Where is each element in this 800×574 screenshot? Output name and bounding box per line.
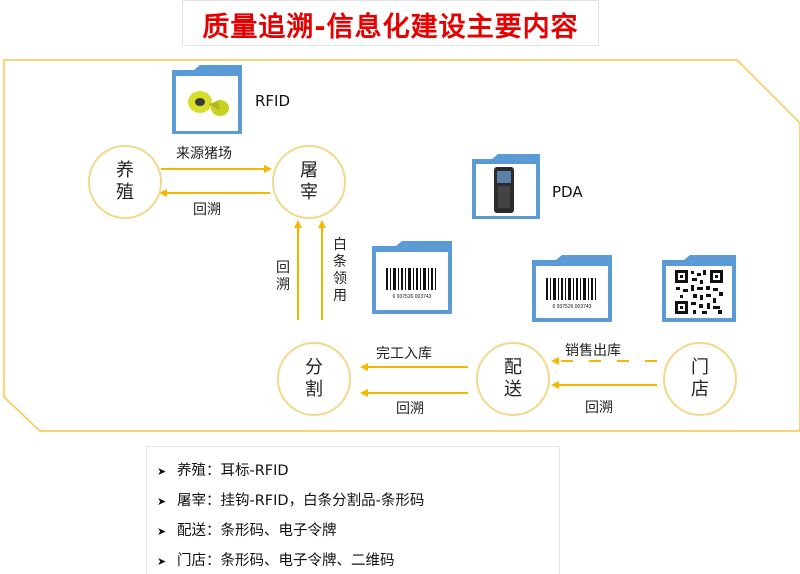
barcode-folder-2: 6 937526 003743	[530, 254, 614, 324]
node-yangzhi-label: 养殖	[116, 160, 134, 203]
svg-text:6 937526 003743: 6 937526 003743	[553, 304, 592, 310]
svg-text:6 937526 003743: 6 937526 003743	[393, 294, 432, 300]
bullet-arrow-icon: ➤	[157, 525, 167, 538]
node-peisong-label: 配送	[504, 357, 522, 400]
bullet-text: 配送：条形码、电子令牌	[177, 523, 337, 539]
edge-label-laiyuan: 来源猪场	[176, 146, 232, 162]
rfid-folder	[170, 64, 244, 136]
edge-label-xiaoshou: 销售出库	[565, 343, 621, 359]
pda-label: PDA	[552, 183, 583, 201]
edge-label-wangong: 完工入库	[376, 346, 432, 362]
bullet-item: ➤ 配送：条形码、电子令牌	[157, 519, 337, 540]
edge-label-huisu-4: 回溯	[585, 400, 613, 416]
edge-label-huisu-3: 回溯	[396, 401, 424, 417]
bullet-text: 门店：条形码、电子令牌、二维码	[177, 553, 395, 569]
barcode-folder-1: 6 937526 003743	[370, 240, 454, 316]
node-mendian-label: 门店	[691, 357, 709, 400]
bullet-text: 养殖：耳标-RFID	[177, 463, 289, 479]
bullet-arrow-icon: ➤	[157, 495, 167, 508]
bullet-arrow-icon: ➤	[157, 465, 167, 478]
node-tuzai: 屠宰	[272, 145, 346, 219]
edge-label-huisu-1: 回溯	[193, 202, 221, 218]
qr-code-icon	[662, 255, 736, 322]
bullet-text: 屠宰：挂钩-RFID，白条分割品-条形码	[177, 493, 425, 509]
edge-label-baitiao: 白条领用	[333, 237, 347, 304]
node-tuzai-label: 屠宰	[300, 160, 318, 203]
node-peisong: 配送	[476, 342, 550, 416]
bullet-item: ➤ 养殖：耳标-RFID	[157, 459, 289, 480]
rfid-ear-tag-icon	[172, 65, 242, 134]
barcode-icon: 6 937526 003743	[532, 255, 612, 322]
bullet-list: ➤ 养殖：耳标-RFID ➤ 屠宰：挂钩-RFID，白条分割品-条形码 ➤ 配送：条形…	[146, 446, 560, 574]
edge-label-huisu-2: 回溯	[276, 260, 290, 293]
node-yangzhi: 养殖	[88, 145, 162, 219]
pda-device-icon	[472, 154, 540, 219]
node-fenge: 分割	[277, 342, 351, 416]
page-title: 质量追溯-信息化建设主要内容	[202, 12, 579, 43]
bullet-item: ➤ 屠宰：挂钩-RFID，白条分割品-条形码	[157, 489, 424, 510]
bullet-item: ➤ 门店：条形码、电子令牌、二维码	[157, 549, 395, 570]
pda-folder	[470, 153, 542, 221]
barcode-icon: 6 937526 003743	[372, 241, 452, 314]
node-mendian: 门店	[663, 342, 737, 416]
title-box: 质量追溯-信息化建设主要内容	[182, 0, 599, 46]
rfid-label: RFID	[255, 92, 291, 110]
bullet-arrow-icon: ➤	[157, 555, 167, 568]
node-fenge-label: 分割	[305, 357, 323, 400]
qr-folder	[660, 254, 738, 324]
